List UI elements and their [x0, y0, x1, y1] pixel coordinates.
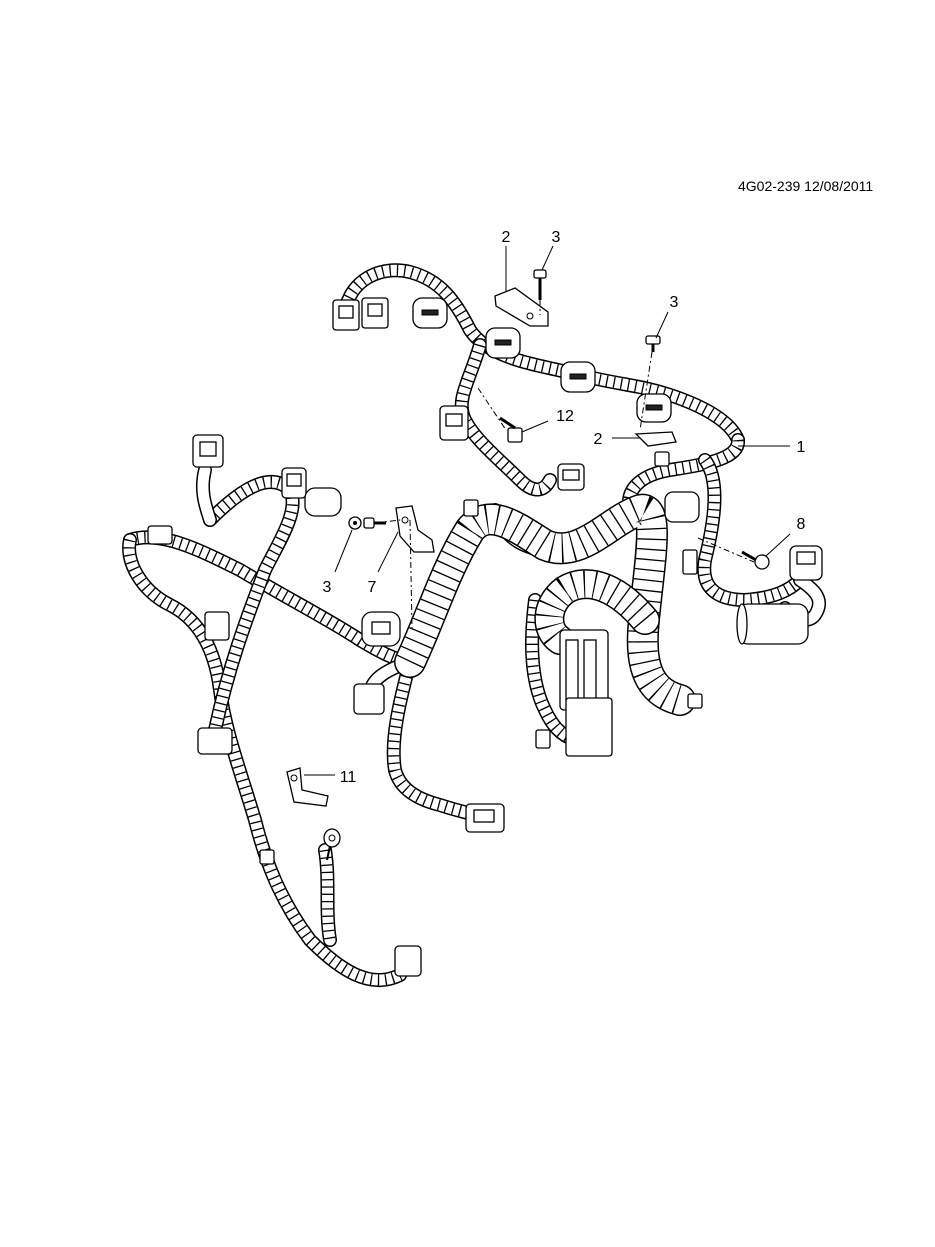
- connector-t: [147, 525, 173, 545]
- connector-d: [485, 327, 521, 359]
- connector-p: [353, 683, 385, 715]
- bolt-3-right: [645, 335, 661, 352]
- callout-leaders: [304, 245, 791, 776]
- callout-labels: 1 2 2 3 3 3 7 8 11 12: [323, 229, 806, 786]
- bolt-7: [363, 517, 386, 529]
- connector-n: [197, 727, 233, 755]
- connector-s: [789, 545, 823, 581]
- connector-i: [664, 491, 700, 523]
- bracket-2-right: [634, 431, 677, 447]
- bracket-7: [395, 505, 435, 553]
- callout-11: 11: [340, 769, 357, 786]
- conduit-sleeve: [736, 603, 809, 645]
- callout-1: 1: [797, 439, 806, 456]
- ring-terminal: [323, 828, 341, 861]
- harness-connectors: [147, 297, 823, 977]
- connector-f: [636, 393, 672, 423]
- connector-m: [204, 611, 230, 641]
- harness-main-trunk: [394, 493, 696, 716]
- harness-clip-d: [259, 849, 275, 865]
- connector-o: [361, 611, 401, 647]
- harness-clip-b: [654, 451, 670, 467]
- connector-a: [332, 299, 360, 331]
- callout-2-upper: 2: [502, 229, 511, 246]
- bracket-2-upper: [494, 287, 549, 327]
- callout-8: 8: [797, 516, 806, 533]
- hardware-parts: [286, 269, 770, 807]
- connector-c: [412, 297, 448, 329]
- harness-thin-branches: [122, 263, 826, 987]
- connector-g: [439, 405, 469, 441]
- connector-u: [682, 549, 698, 575]
- nut-3-left: [348, 516, 362, 530]
- connector-r: [394, 945, 422, 977]
- callout-7: 7: [368, 579, 377, 596]
- connector-h: [557, 463, 585, 491]
- bracket-11: [286, 767, 329, 807]
- bolt-3-upper: [533, 269, 547, 300]
- bolt-8: [741, 550, 770, 570]
- connector-b: [361, 297, 389, 329]
- assembly-guide-lines: [375, 300, 755, 629]
- callout-3-left: 3: [323, 579, 332, 596]
- callout-3-right: 3: [670, 294, 679, 311]
- harness-clip-a: [463, 499, 479, 517]
- harness-clip-c: [687, 693, 703, 709]
- callout-3-upper: 3: [552, 229, 561, 246]
- bolt-12: [499, 416, 523, 443]
- connector-k: [281, 467, 307, 499]
- connector-q: [465, 803, 505, 833]
- document-id: 4G02-239 12/08/2011: [738, 178, 874, 194]
- connector-v: [535, 729, 551, 749]
- callout-12: 12: [556, 408, 574, 425]
- connector-l: [304, 487, 342, 517]
- connector-j: [192, 434, 224, 468]
- callout-2-right: 2: [594, 431, 603, 448]
- ecu-connector: [559, 629, 613, 757]
- connector-e: [560, 361, 596, 393]
- engine-wiring-harness: [122, 263, 826, 987]
